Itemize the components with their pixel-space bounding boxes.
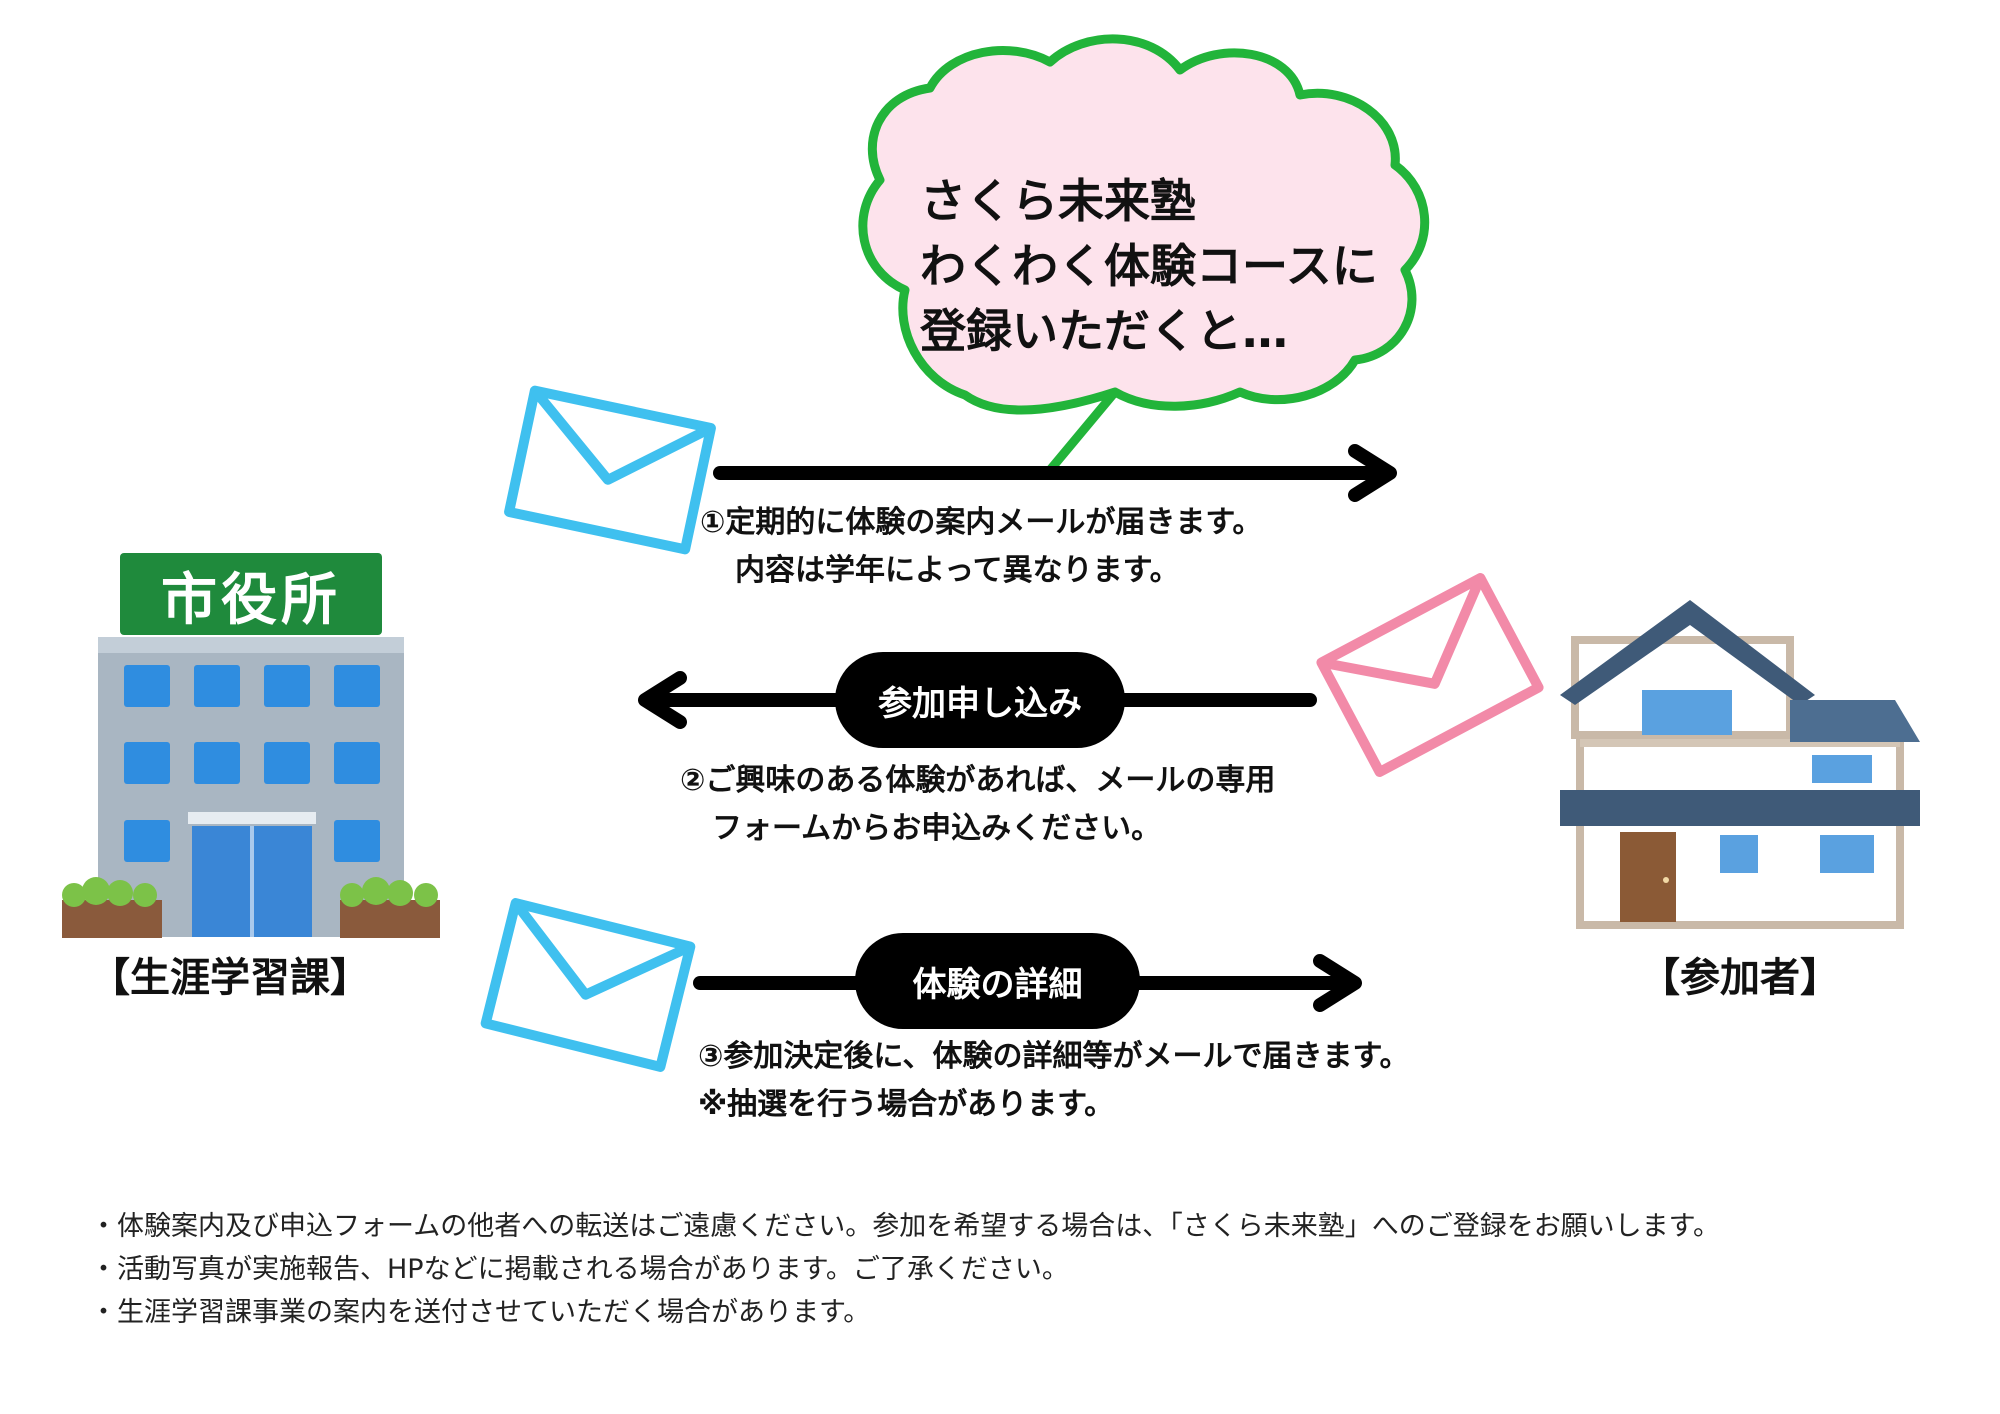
city-hall-sign: 市役所 xyxy=(161,567,341,633)
city-hall-icon xyxy=(62,553,440,938)
participant-label: 【参加者】 xyxy=(1640,955,1840,1001)
mail-icon-pink xyxy=(1316,573,1544,777)
step-1-line-1: ①定期的に体験の案内メールが届きます。 xyxy=(700,505,1263,540)
mail-icon-blue-1 xyxy=(504,385,716,555)
bubble-line-2: わくわく体験コースに xyxy=(920,239,1378,293)
speech-bubble xyxy=(858,34,1430,475)
mail-icon-blue-2 xyxy=(480,898,696,1072)
city-hall-label: 【生涯学習課】 xyxy=(90,955,370,1001)
apply-pill: 参加申し込み xyxy=(835,652,1125,748)
step-2-line-1: ②ご興味のある体験があれば、メールの専用 xyxy=(680,763,1276,798)
details-pill: 体験の詳細 xyxy=(855,933,1140,1029)
bubble-line-3: 登録いただくと… xyxy=(920,304,1288,358)
step-2-line-2: フォームからお申込みください。 xyxy=(712,811,1162,846)
step-3-line-1: ③参加決定後に、体験の詳細等がメールで届きます。 xyxy=(698,1039,1410,1074)
arrow-to-participant-1 xyxy=(713,444,1397,502)
bubble-line-1: さくら未来塾 xyxy=(920,174,1196,228)
step-3-line-2: ※抽選を行う場合があります。 xyxy=(698,1087,1115,1122)
step-1-line-2: 内容は学年によって異なります。 xyxy=(735,553,1180,588)
note-3: ・生涯学習課事業の案内を送付させていただく場合があります。 xyxy=(90,1297,871,1328)
note-1: ・体験案内及び申込フォームの他者への転送はご遠慮ください。参加を希望する場合は、… xyxy=(90,1211,1720,1242)
note-2: ・活動写真が実施報告、HPなどに掲載される場合があります。ご了承ください。 xyxy=(90,1254,1069,1285)
house-icon xyxy=(1560,600,1920,929)
